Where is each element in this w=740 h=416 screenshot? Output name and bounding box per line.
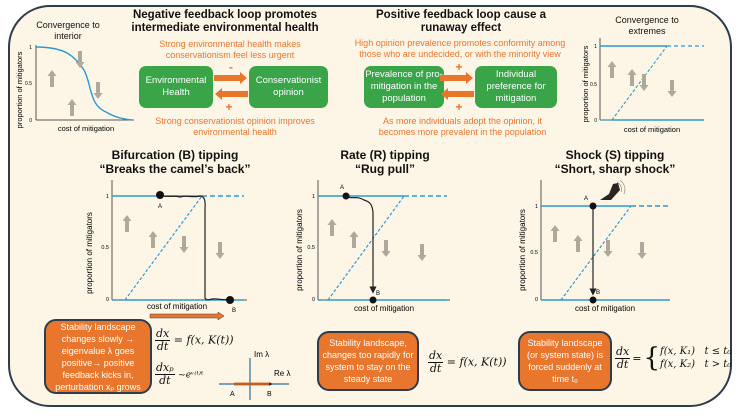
shock-title: Shock (S) tipping“Short, sharp shock” [554,148,676,176]
svg-text:0: 0 [594,118,597,124]
x-axis-label: cost of mitigation [58,124,114,133]
positive-loop-top-text: High opinion prevalence promotes conform… [354,38,566,59]
svg-text:Re λ: Re λ [274,369,290,378]
negative-loop-title: Negative feedback loop promotes intermed… [131,9,319,34]
svg-text:cost of mitigation: cost of mitigation [575,304,635,313]
positive-sign: + [225,100,233,114]
equilibrium-curve [35,46,133,121]
svg-text:0.5: 0.5 [307,245,315,251]
rate-plot: proportion of mitigators 1 0.5 0 A B cos… [295,180,450,313]
rate-description: Stability landscape, changes too rapidly… [317,331,419,391]
svg-text:proportion of mitigators: proportion of mitigators [581,45,590,122]
trajectory [159,194,230,301]
svg-text:cost of mitigation: cost of mitigation [354,304,414,313]
prevalence-box: Prevalence of pro-mitigation in the popu… [364,66,444,108]
positive-loop-bottom-text: As more individuals adopt the opinion, i… [378,116,547,137]
negative-loop-top-text: Strong environmental health makes conser… [159,39,301,60]
negative-loop-bottom-text: Strong conservationist opinion improves … [155,116,315,137]
positive-sign-bottom: + [455,100,463,114]
point-b [226,296,234,304]
svg-text:Im λ: Im λ [254,350,269,359]
convergence-extremes-plot: proportion of mitigators 1 0.5 0 cost of… [581,38,704,134]
svg-text:0.5: 0.5 [25,81,32,87]
svg-text:1: 1 [106,194,109,200]
slow-change-arrow-icon [149,311,225,321]
positive-sign-top: + [455,60,463,74]
svg-text:B: B [376,291,380,297]
top-left-plot-title: Convergence to interior [36,20,100,41]
svg-text:A: A [158,204,162,210]
bifurcation-plot: proportion of mitigators 1 0.5 0 A B cos… [85,180,247,321]
convergence-interior-plot: proportion of mitigators 1 0.5 0 cost of… [15,45,134,133]
svg-text:0.5: 0.5 [530,250,538,256]
svg-text:0.5: 0.5 [590,82,597,88]
rate-title: Rate (R) tipping“Rug pull” [340,148,430,176]
top-right-plot-title: Convergence to extremes [615,15,679,36]
svg-text:0: 0 [312,297,315,303]
feedback-arrows-icon [214,72,248,100]
svg-text:B: B [596,290,600,296]
svg-text:0: 0 [535,297,538,303]
up-arrow-icon [67,99,77,116]
svg-text:cost of mitigation: cost of mitigation [624,125,680,134]
eigenvalue-plane: Im λ Re λ A B [219,350,290,400]
svg-text:1: 1 [594,44,597,50]
negative-sign: - [229,60,233,74]
svg-text:0: 0 [106,297,109,303]
bifurcation-title: Bifurcation (B) tipping“Breaks the camel… [99,148,251,176]
svg-text:0.5: 0.5 [101,245,109,251]
individual-preference-box: Individual preference for mitigation [475,66,557,108]
environmental-health-box: Environmental Health [139,66,213,108]
svg-text:1: 1 [312,194,315,200]
down-arrow-icon [93,82,103,99]
bifurcation-description: Stability landscape changes slowly → eig… [44,319,152,394]
svg-text:B: B [267,391,272,398]
shock-plot: proportion of mitigators 1 0.5 0 A B cos… [518,179,670,313]
up-arrow-icon [47,70,57,87]
down-arrow-icon [75,51,85,68]
svg-text:1: 1 [29,45,32,51]
svg-text:1: 1 [535,204,538,210]
svg-text:proportion of mitigators: proportion of mitigators [85,212,94,294]
kicking-boot-icon [600,179,626,200]
svg-text:cost of mitigation: cost of mitigation [147,302,207,311]
svg-text:A: A [340,185,344,191]
conservationist-opinion-box: Conservationist opinion [249,66,328,108]
svg-text:proportion of mitigators: proportion of mitigators [295,209,304,291]
svg-text:A: A [230,391,235,398]
svg-text:A: A [584,196,588,202]
y-axis-label: proportion of mitigators [15,51,24,128]
feedback-arrows-icon [440,72,474,100]
svg-text:0: 0 [29,118,32,124]
positive-loop-title: Positive feedback loop cause a runaway e… [375,9,546,34]
svg-text:B: B [232,308,236,314]
svg-text:proportion of mitigators: proportion of mitigators [518,209,527,291]
point-a [156,191,164,199]
shock-description: Stability landscape (or system state) is… [518,331,612,391]
